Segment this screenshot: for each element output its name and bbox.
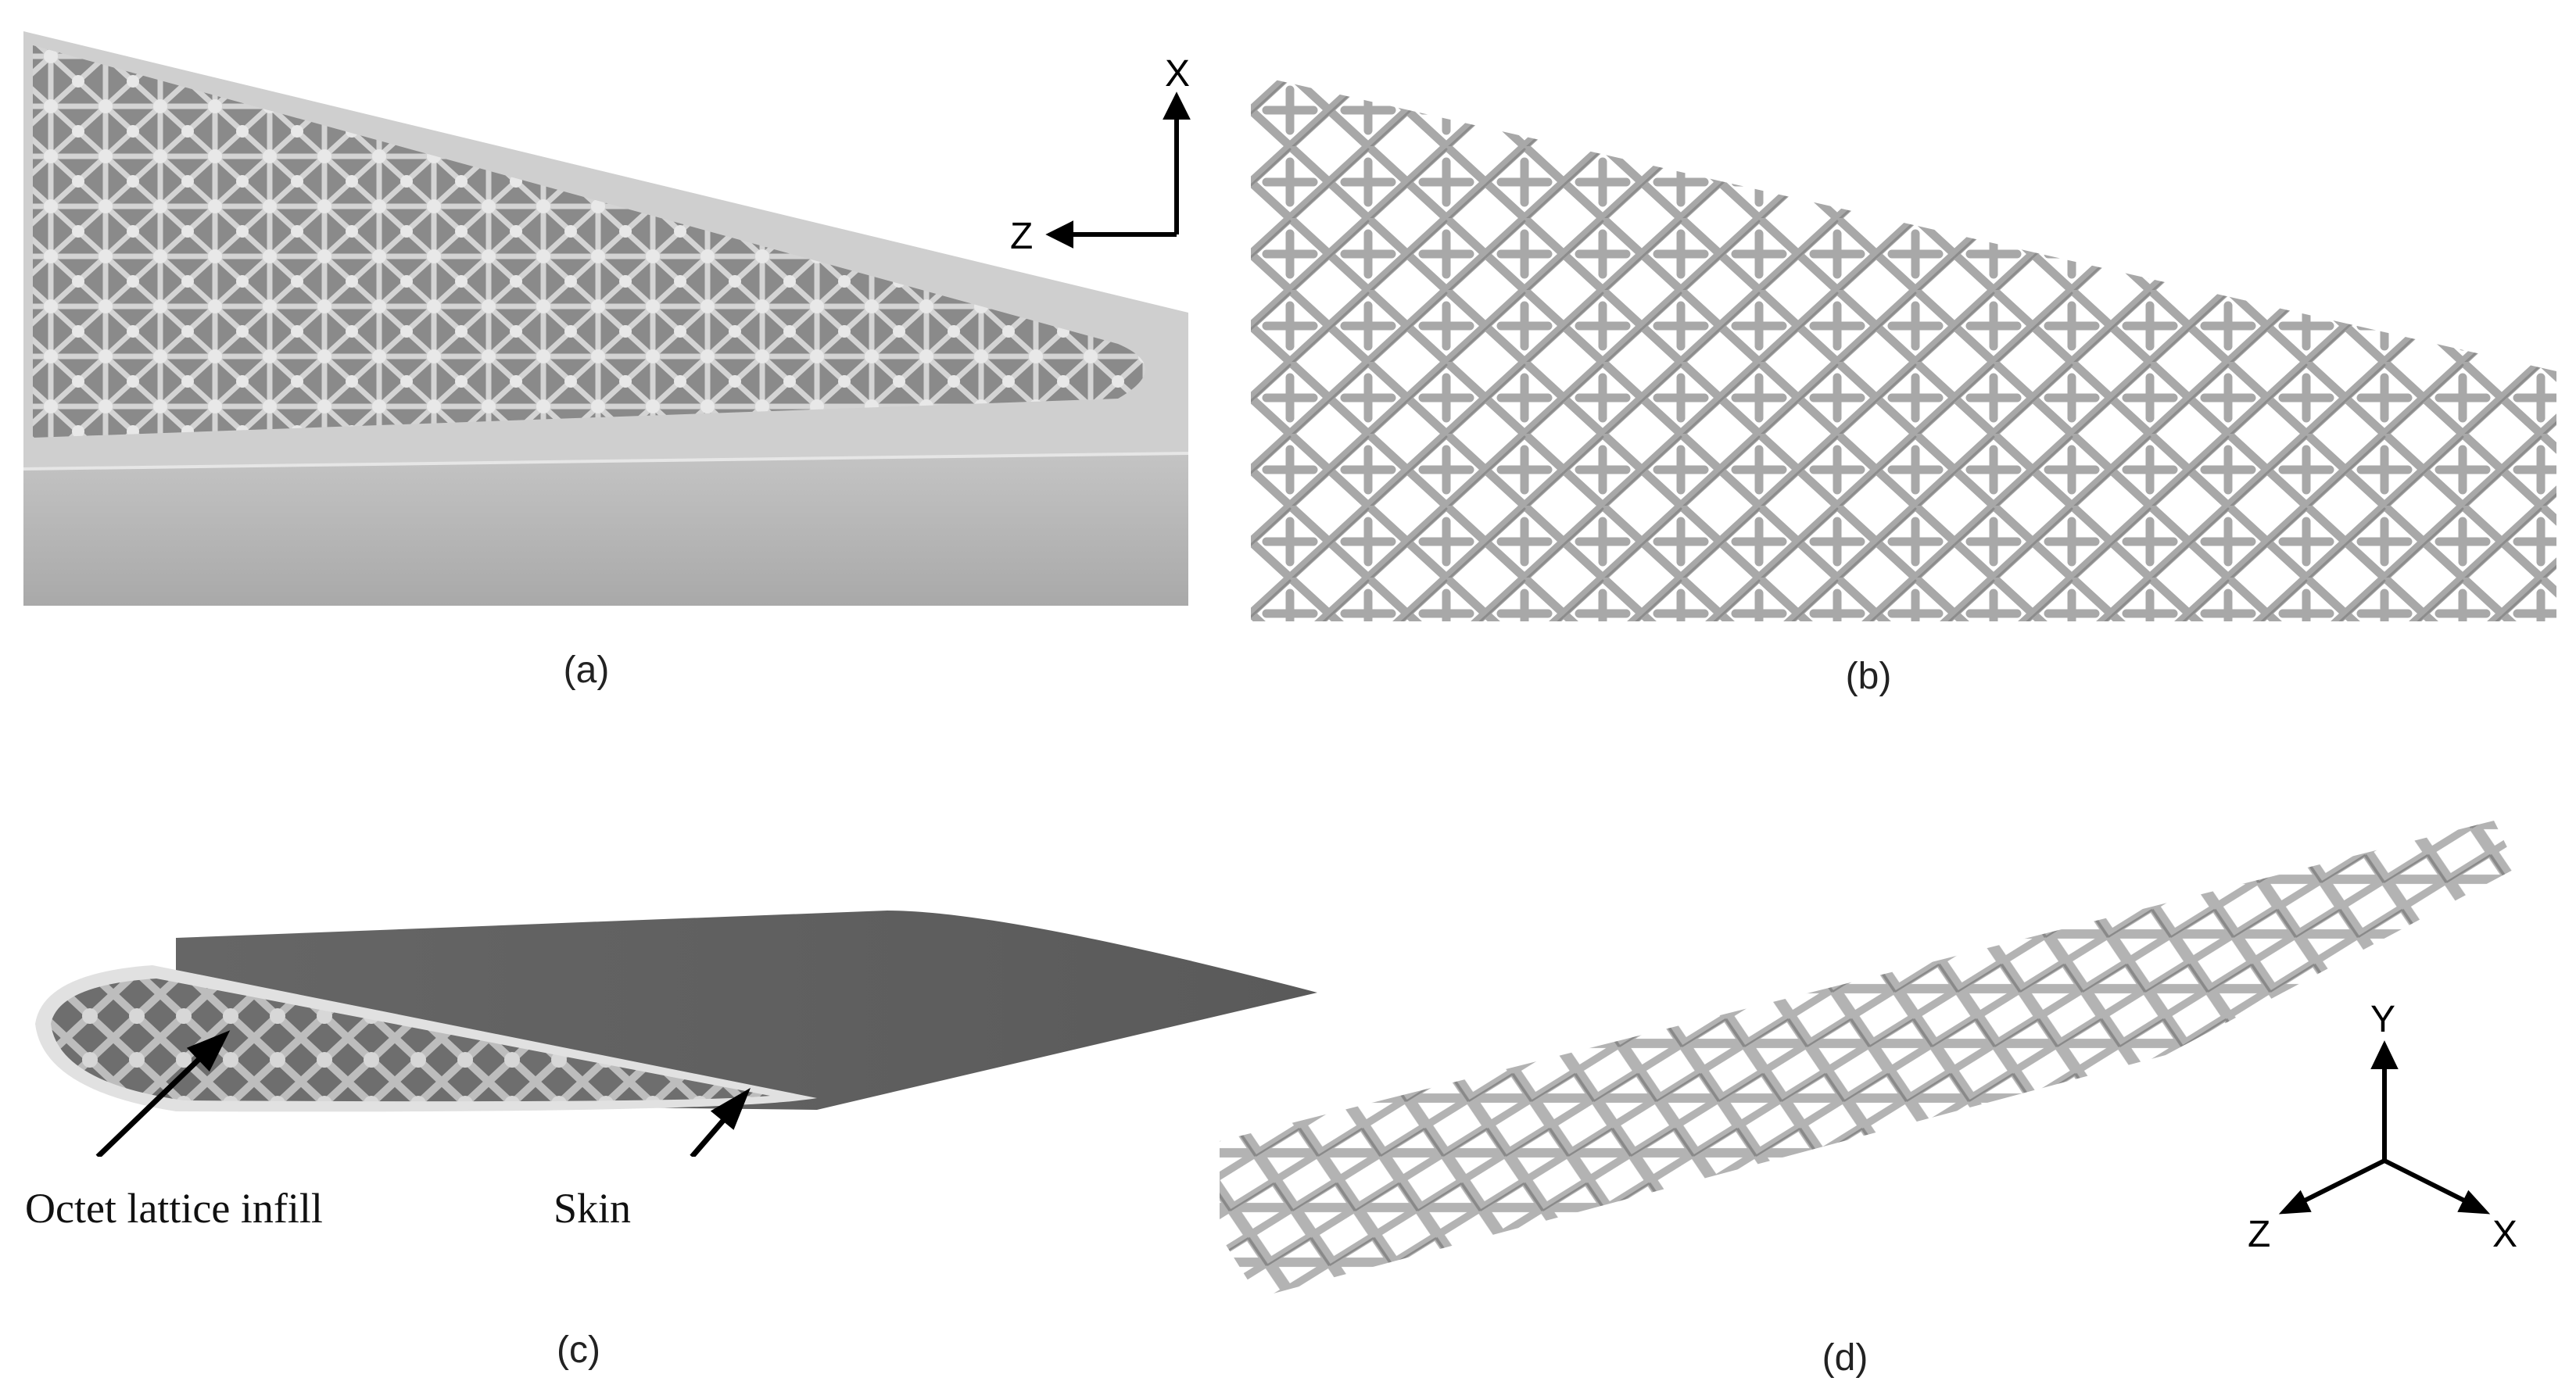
caption-c: (c) [557, 1329, 600, 1371]
callout-skin-label: Skin [554, 1185, 632, 1232]
caption-b: (b) [1845, 656, 1892, 697]
panel-c [20, 907, 1333, 1157]
panel-b [1251, 74, 2564, 668]
lattice-side-view [1251, 74, 2556, 621]
panel-a: X Z [23, 31, 1196, 610]
panel-a-illustration: X Z [23, 31, 1191, 606]
axis-x-label: X [1165, 53, 1190, 95]
panel-c-illustration [35, 911, 1317, 1157]
axis-arrow-icon [1045, 91, 1191, 249]
axis-y-label: Y [2370, 999, 2395, 1040]
wing-base [23, 453, 1188, 606]
axis-z-label: Z [2248, 1214, 2270, 1255]
callout-arrow-icon [95, 1030, 751, 1157]
caption-a: (a) [563, 649, 610, 691]
callout-infill-label: Octet lattice infill [25, 1185, 323, 1232]
caption-d: (d) [1822, 1337, 1868, 1379]
panel-b-illustration [1251, 74, 2556, 621]
lattice-isometric-view [1220, 821, 2517, 1297]
axis-x-label: X [2492, 1214, 2517, 1255]
axis-z-label: Z [1010, 216, 1033, 257]
axis-arrow-icon [2278, 1040, 2491, 1215]
airfoil-lattice [51, 979, 770, 1102]
panel-d-illustration: Y Z X [1220, 821, 2517, 1297]
panel-d: Y Z X [1204, 797, 2572, 1313]
lattice-infill [33, 45, 1145, 438]
